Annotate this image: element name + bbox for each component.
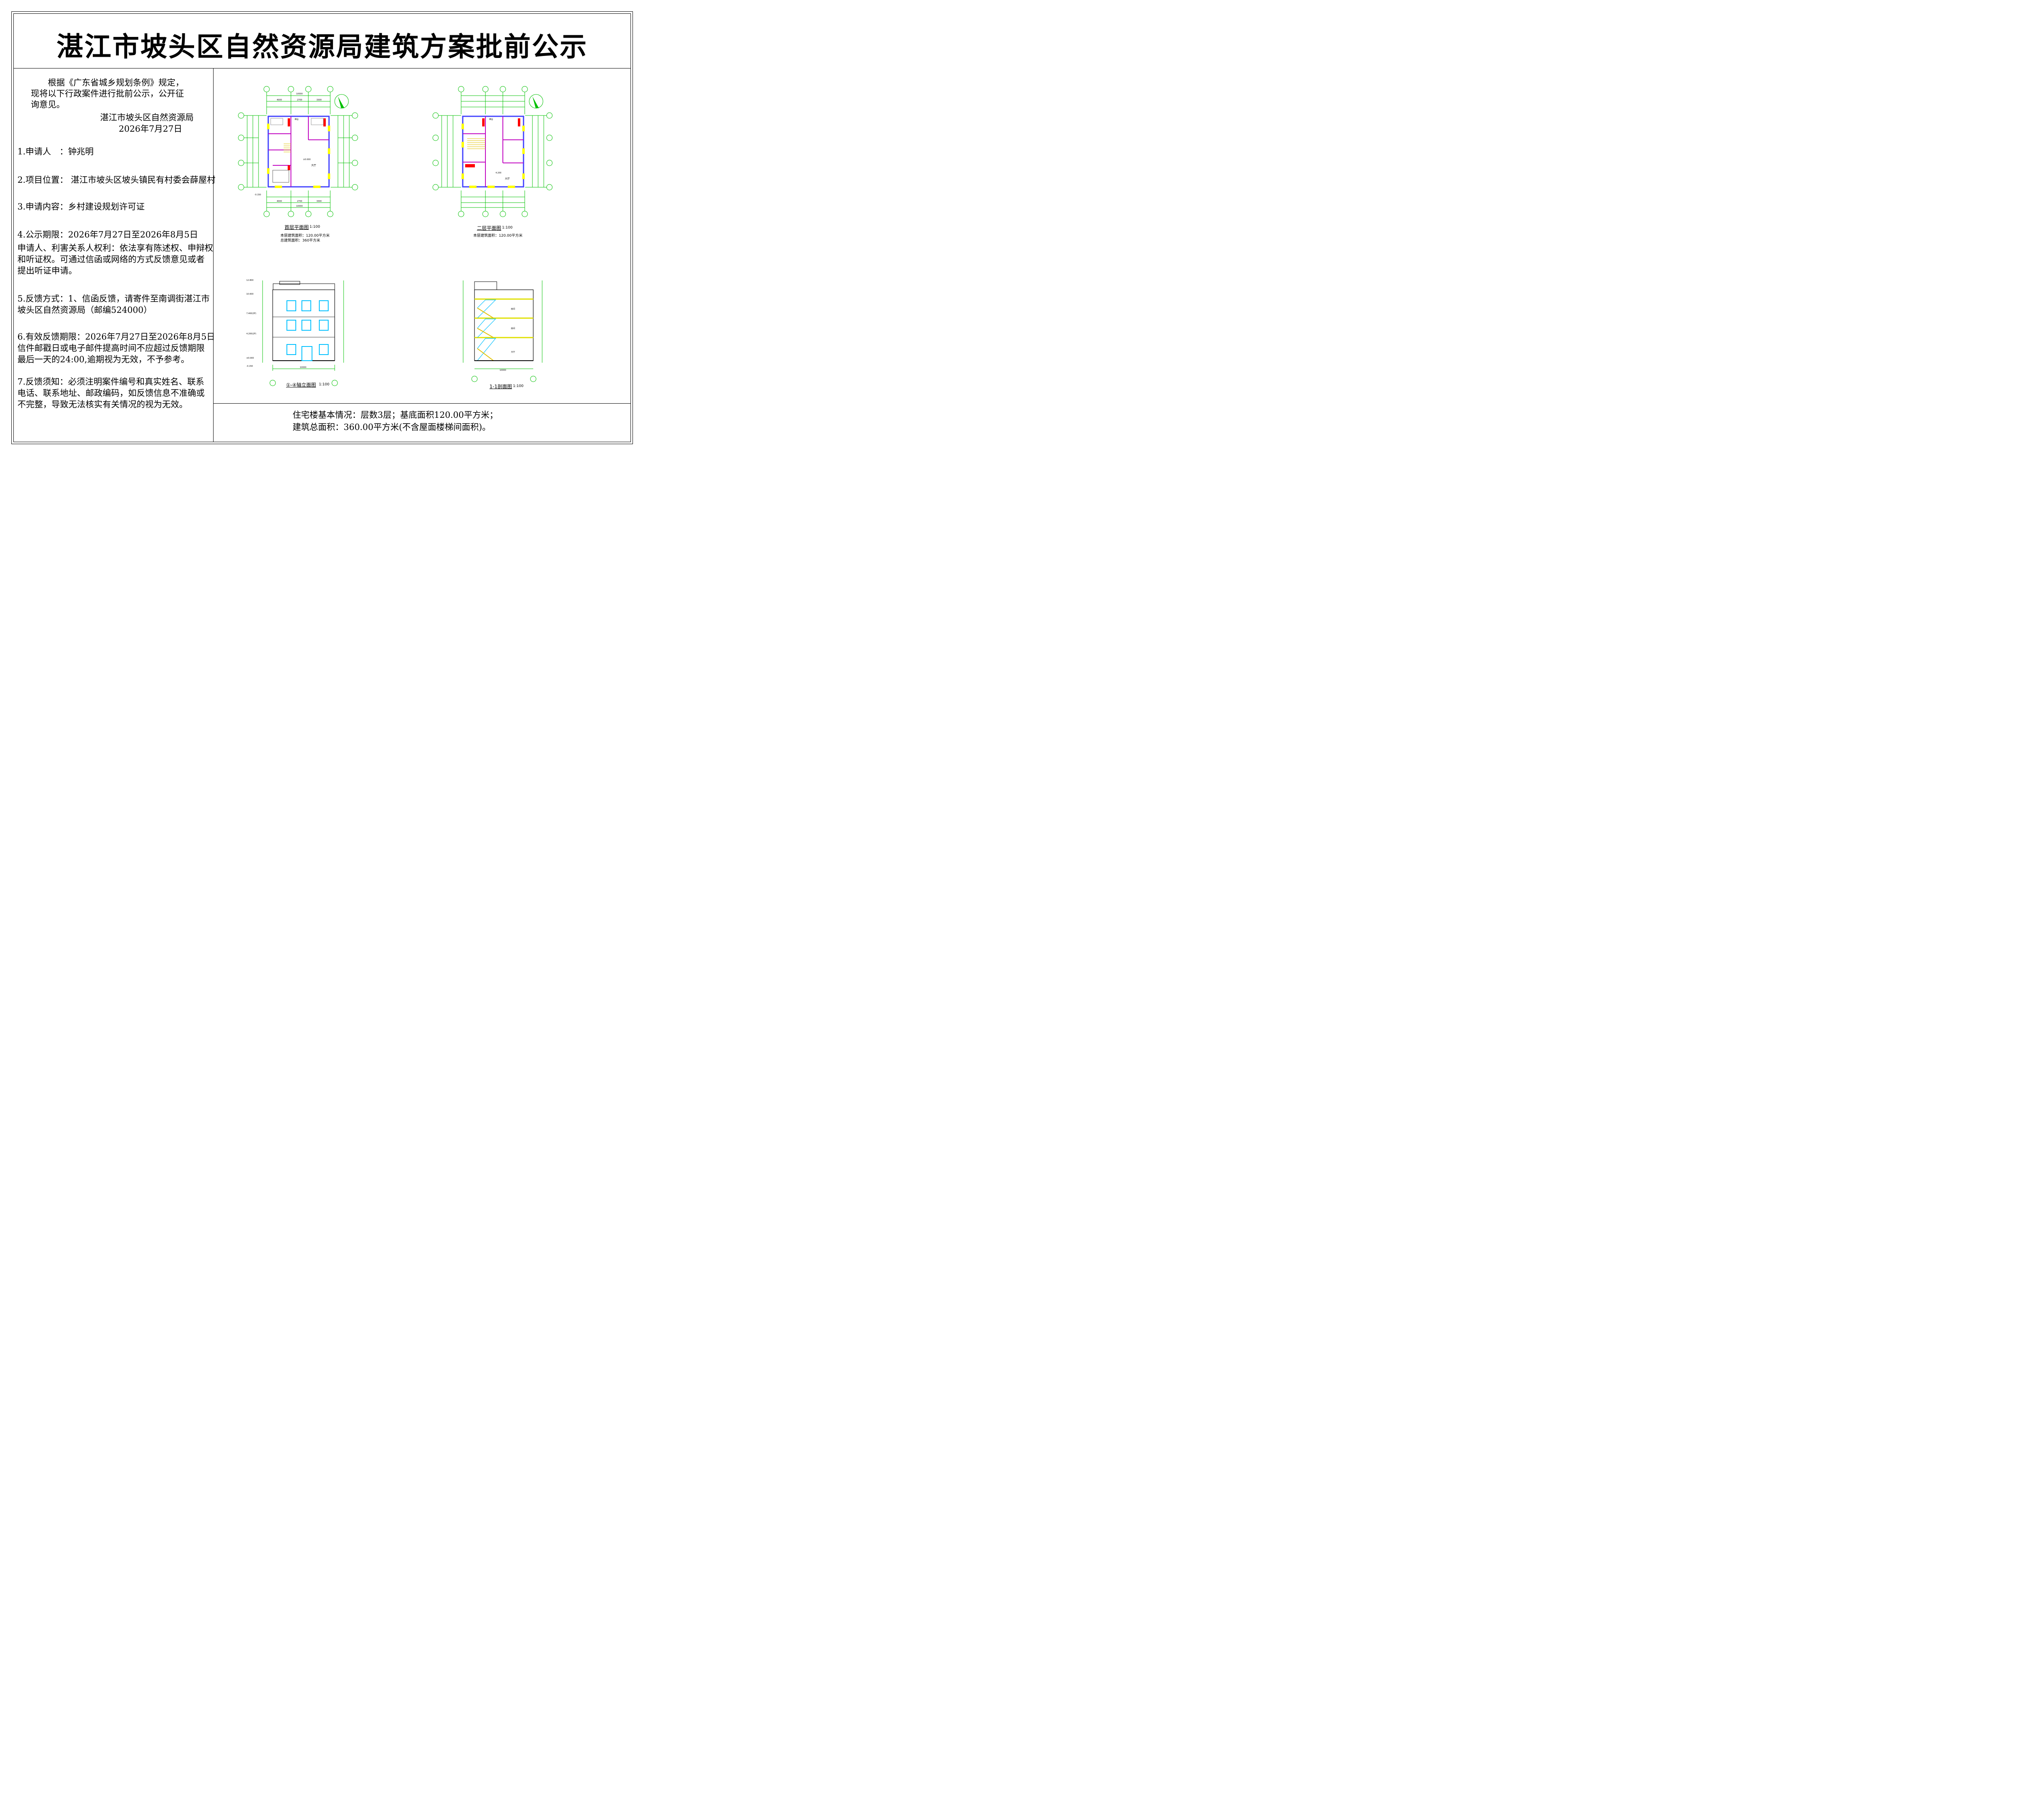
plan1-area-note: 本层建筑面积：120.00平方米 [280,234,330,238]
outer-frame [11,11,633,444]
valid-period-3: 最后一天的24:00,逾期视为无效，不予参考。 [17,355,190,364]
plan2-scale: 1:100 [502,226,513,230]
plan1-scale: 1:100 [310,225,320,229]
page-title: 湛江市坡头区自然资源局建筑方案批前公示 [56,31,588,62]
plan2-hall-label: 大厅 [505,177,510,180]
rules-3: 不完整，导致无法核实有关情况的视为无效。 [17,400,188,409]
section-room-1: 房间 [511,308,515,310]
notice-intro-1: 根据《广东省城乡规划条例》规定， [48,78,184,88]
footer-summary-2: 建筑总面积：360.00平方米(不含屋面楼梯间面积)。 [293,422,491,432]
valid-period-1: 6.有效反馈期限：2026年7月27日至2026年8月5日 [17,332,215,342]
plan1-hall-label: 大厅 [311,164,316,167]
footer-divider [213,403,631,404]
feedback-1: 5.反馈方式：1、信函反馈，请寄件至南调街湛江市 [17,294,210,304]
plan2-level-label: 4.200 [496,172,501,174]
notice-issuer: 湛江市坡头区自然资源局 [100,113,194,122]
rights-2: 和听证权。可通过信函或网络的方式反馈意见或者 [17,255,205,264]
plan1-grade-label: -0.150 [254,194,261,196]
rules-1: 7.反馈须知：必须注明案件编号和真实姓名、联系 [17,377,205,387]
elevation-caption: ①-④轴立面图 [286,382,316,388]
plan1-dim-top-2: 2700 [297,99,302,101]
plan1-dim-top-1: 4000 [277,99,282,101]
applicant: 1.申请人 ：钟兆明 [17,147,94,156]
drawings-area: 神台 大厅 ±0.000 -0.150 10000 4000 2700 3300… [238,86,553,386]
rules-2: 电话、联系地址、邮政编码，如反馈信息不准确或 [17,388,205,398]
elev-level-3: 7.400(3F) [246,312,256,315]
footer-summary-1: 住宅楼基本情况：层数3层；基底面积120.00平方米； [293,410,498,420]
plan1-dim-bottom-2: 2700 [297,200,302,203]
rights-3: 提出听证申请。 [17,266,77,276]
plan1-level-label: ±0.000 [303,158,311,161]
plan1-total-dim: 10000 [296,93,303,95]
section-room-2: 房间 [511,327,515,330]
elevation-scale: 1:100 [319,383,329,387]
project-location: 2.项目位置： 湛江市坡头区坡头镇民有村委会薛屋村 [17,175,216,185]
elev-level-4: 4.200(2F) [246,333,256,335]
notice-intro-2: 现将以下行政案件进行批前公示，公开征 [31,89,184,98]
publicity-period: 4.公示期限：2026年7月27日至2026年8月5日 [17,230,198,240]
elev-level-5: ±0.000 [246,357,254,359]
application-content: 3.申请内容：乡村建设规划许可证 [17,202,145,212]
valid-period-2: 信件邮戳日或电子邮件提高时间不应超过反馈期限 [17,343,205,353]
elev-width: 10000 [300,366,306,369]
plan1-total-note: 总建筑面积：360平方米 [280,239,321,243]
section-width: 10000 [500,369,506,372]
inner-frame [13,13,631,442]
ground-floor-plan [238,86,358,217]
notice-date: 2026年7月27日 [119,124,182,134]
feedback-2: 坡头区自然资源局（邮编524000） [17,305,152,315]
section-room-3: 大厅 [511,351,515,353]
elev-level-1: 12.800 [246,279,254,282]
plan1-dim-bottom-1: 4000 [277,200,282,203]
plan2-shrine-label: 神台 [489,118,493,121]
section-drawing [463,280,543,382]
plan1-dim-top-3: 3300 [316,99,322,101]
section-caption: 1-1剖面图 [489,384,512,389]
rights-1: 申请人、利害关系人权利：依法享有陈述权、申辩权 [17,243,213,253]
plan2-caption: 二层平面图 [477,225,502,231]
section-scale: 1:100 [513,384,524,388]
column-divider [213,68,214,442]
plan1-dim-bottom-3: 3300 [316,200,322,203]
north-arrow-icon [334,94,349,109]
elev-level-2: 10.600 [246,293,254,295]
plan1-total-dim-bottom: 10000 [296,205,303,207]
elevation-drawing [262,280,344,386]
elev-level-6: -0.150 [246,365,253,368]
plan2-area-note: 本层建筑面积：120.00平方米 [473,234,523,238]
notice-intro-3: 询意见。 [31,100,65,109]
plan1-shrine-label: 神台 [295,118,299,121]
second-floor-plan [432,86,553,217]
plan1-caption: 首层平面图 [284,225,309,230]
